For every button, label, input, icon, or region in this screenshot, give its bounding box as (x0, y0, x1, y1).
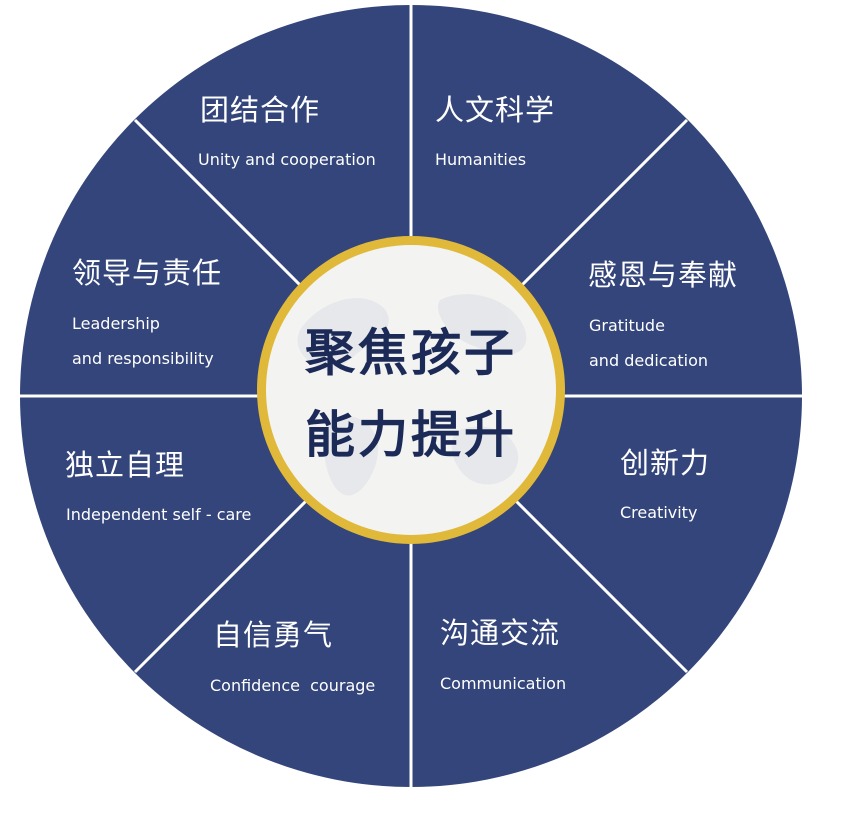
watermark-landmass-3 (324, 416, 379, 496)
center-title-line1: 聚焦孩子 (304, 324, 517, 382)
segment-independent: 独立自理 Independent self - care (65, 448, 251, 524)
watermark-landmass-4 (451, 426, 519, 485)
segment-gratitude-zh: 感恩与奉献 (588, 258, 738, 292)
watermark-landmass-2 (437, 294, 527, 356)
segment-creativity: 创新力 Creativity (620, 446, 710, 522)
center-title-line2: 能力提升 (305, 406, 517, 464)
segment-confidence-zh: 自信勇气 (213, 618, 333, 652)
segment-communication-zh: 沟通交流 (440, 616, 560, 650)
segment-leadership-zh: 领导与责任 (72, 256, 222, 290)
watermark-landmass-1 (297, 298, 389, 371)
segment-humanities: 人文科学 Humanities (435, 93, 555, 169)
segment-gratitude-en-1: Gratitude (589, 316, 665, 335)
segment-creativity-en: Creativity (620, 503, 697, 522)
segment-independent-en: Independent self - care (66, 505, 251, 524)
segment-confidence: 自信勇气 Confidence courage (210, 618, 375, 695)
segment-creativity-zh: 创新力 (620, 446, 710, 480)
segment-unity: 团结合作 Unity and cooperation (198, 93, 376, 169)
segment-confidence-en: Confidence courage (210, 676, 375, 695)
segment-gratitude-en-2: and dedication (589, 351, 708, 370)
center-disc (266, 245, 556, 535)
segment-gratitude: 感恩与奉献 Gratitude and dedication (588, 258, 738, 370)
world-map-watermark (297, 294, 527, 496)
segment-communication-en: Communication (440, 674, 566, 693)
segment-leadership: 领导与责任 Leadership and responsibility (72, 256, 222, 368)
segment-unity-en: Unity and cooperation (198, 150, 376, 169)
segment-leadership-en-2: and responsibility (72, 349, 214, 368)
segment-leadership-en-1: Leadership (72, 314, 160, 333)
segment-humanities-zh: 人文科学 (435, 93, 555, 127)
segment-humanities-en: Humanities (435, 150, 526, 169)
segment-independent-zh: 独立自理 (65, 448, 185, 482)
segment-communication: 沟通交流 Communication (440, 616, 566, 693)
segment-unity-zh: 团结合作 (200, 93, 320, 127)
